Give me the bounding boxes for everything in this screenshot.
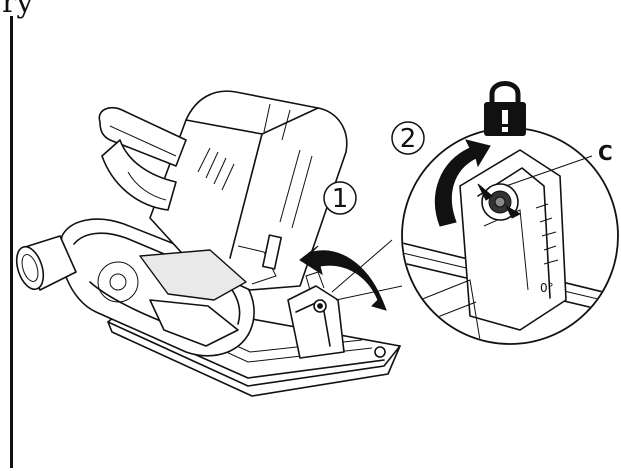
circular-saw-illustration: 1 [15,90,403,397]
callout-leader-line [505,155,593,187]
rotate-arrow-icon [299,245,387,311]
scale-zero-mark: 0° [540,281,554,295]
saw-dust-port [15,235,77,291]
detail-magnifier: 0° [401,127,619,345]
saw-front-section [139,234,282,347]
left-border-bar [10,16,13,468]
step-2-marker: 2 [391,121,425,155]
top-clip-text: ry [2,0,33,20]
saw-handle [98,106,187,211]
padlock-icon [484,81,526,136]
saw-bevel-bracket [287,271,345,359]
saw-motor-housing [149,90,348,291]
step-1-label: 1 [332,184,349,214]
step-1-marker: 1 [323,181,357,215]
callout-label-c: C [598,141,613,165]
detail-leader-line-upper [331,239,393,293]
rotate-arrow-small-icon [434,139,491,227]
detail-leader-line-lower [335,285,403,301]
step-2-label: 2 [400,124,417,154]
